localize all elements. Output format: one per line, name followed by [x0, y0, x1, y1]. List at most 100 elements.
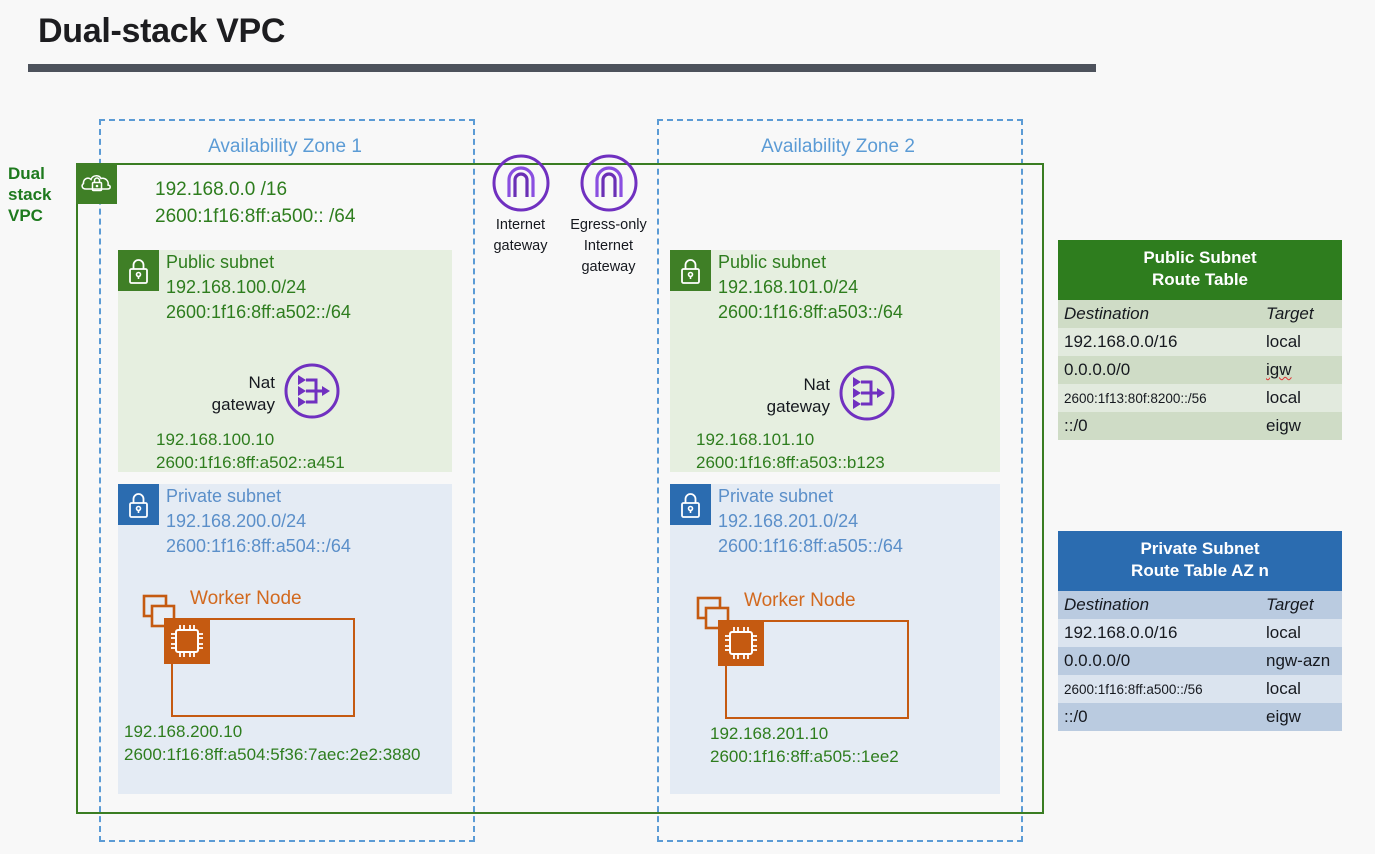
- private-subnet-az2-cidr-ipv4: 192.168.201.0/24: [718, 511, 859, 531]
- route-table-header-target: Target: [1266, 304, 1314, 323]
- private-subnet-az1-title: Private subnet: [166, 486, 282, 506]
- worker-node-az1-addresses: 192.168.200.10 2600:1f16:8ff:a504:5f36:7…: [124, 720, 421, 766]
- route-target-cell: igw: [1260, 356, 1342, 384]
- public-subnet-lock-icon: [118, 250, 159, 291]
- egress-gateway-label-line2: Internet: [583, 238, 634, 254]
- nat-gateway-az2-label: Nat gateway: [738, 374, 830, 418]
- vpc-side-label: Dual stack VPC: [8, 164, 52, 225]
- nat-gateway-icon: [836, 362, 898, 429]
- spellcheck-underline: igw: [1266, 360, 1292, 379]
- private-subnet-az1-heading: Private subnet 192.168.200.0/24 2600:1f1…: [166, 484, 351, 559]
- public-subnet-az1: Public subnet 192.168.100.0/24 2600:1f16…: [118, 250, 452, 472]
- public-subnet-lock-icon: [670, 250, 711, 291]
- public-subnet-az1-title: Public subnet: [166, 252, 275, 272]
- nat-gateway-az1: Nat gateway: [183, 360, 343, 427]
- route-table-row: 0.0.0.0/0 ngw-azn: [1058, 647, 1342, 675]
- route-destination-cell: ::/0: [1064, 416, 1088, 435]
- nat-gateway-az1-label-line1: Nat: [248, 372, 275, 392]
- route-target-cell: local: [1266, 388, 1301, 407]
- egress-only-internet-gateway-icon: [566, 152, 651, 214]
- nat-gateway-az2-ipv6: 2600:1f16:8ff:a503::b123: [696, 453, 885, 472]
- internet-gateway-label-line2: gateway: [493, 238, 548, 254]
- worker-node-az1-ipv4: 192.168.200.10: [124, 722, 243, 741]
- worker-node-az1-container: [171, 618, 355, 717]
- private-subnet-route-table: Private Subnet Route Table AZ n Destinat…: [1058, 531, 1342, 731]
- nat-gateway-az2-addresses: 192.168.101.10 2600:1f16:8ff:a503::b123: [696, 428, 885, 474]
- worker-node-az2-ipv6: 2600:1f16:8ff:a505::1ee2: [710, 747, 899, 766]
- nat-gateway-az2-label-line1: Nat: [803, 374, 830, 394]
- availability-zone-1-boundary: [99, 119, 475, 842]
- availability-zone-2-boundary: [657, 119, 1023, 842]
- route-table-row: ::/0 eigw: [1058, 412, 1342, 440]
- internet-gateway-label-line1: Internet: [495, 217, 546, 233]
- vpc-boundary: [76, 163, 1044, 814]
- route-target-cell: local: [1266, 332, 1301, 351]
- route-table-header-target: Target: [1266, 595, 1314, 614]
- public-route-table-title-line1: Public Subnet: [1143, 248, 1257, 267]
- egress-only-internet-gateway-group: Egress-only Internet gateway: [566, 152, 651, 277]
- private-subnet-lock-icon: [670, 484, 711, 525]
- private-route-table-title-line2: Route Table AZ n: [1131, 561, 1269, 580]
- route-target-cell: ngw-azn: [1266, 651, 1331, 670]
- route-destination-cell: 192.168.0.0/16: [1064, 623, 1178, 642]
- worker-node-az2-container: [725, 620, 909, 719]
- internet-gateway-group: Internet gateway: [478, 152, 563, 256]
- worker-node-az1-title: Worker Node: [190, 588, 302, 609]
- vpc-cloud-lock-icon: [76, 163, 117, 204]
- nat-gateway-az1-label: Nat gateway: [183, 372, 275, 416]
- nat-gateway-az2-ipv4: 192.168.101.10: [696, 430, 815, 449]
- public-subnet-az1-cidr-ipv6: 2600:1f16:8ff:a502::/64: [166, 302, 351, 322]
- route-destination-cell: 0.0.0.0/0: [1064, 360, 1131, 379]
- public-route-table-grid: Destination Target 192.168.0.0/16 local 0.0.…: [1058, 300, 1342, 440]
- vpc-cidr-ipv6: 2600:1f16:8ff:a500:: /64: [155, 206, 356, 227]
- private-subnet-az2-cidr-ipv6: 2600:1f16:8ff:a505::/64: [718, 536, 903, 556]
- route-table-row: 192.168.0.0/16 local: [1058, 619, 1342, 647]
- route-table-header-row: Destination Target: [1058, 300, 1342, 328]
- route-table-header-destination: Destination: [1064, 304, 1150, 323]
- public-subnet-az2: Public subnet 192.168.101.0/24 2600:1f16…: [670, 250, 1000, 472]
- worker-node-az2-addresses: 192.168.201.10 2600:1f16:8ff:a505::1ee2: [710, 722, 899, 768]
- route-table-header-destination: Destination: [1064, 595, 1150, 614]
- public-subnet-route-table: Public Subnet Route Table Destination Tar…: [1058, 240, 1342, 440]
- public-route-table-title: Public Subnet Route Table: [1058, 240, 1342, 300]
- vpc-cidr-block: 192.168.0.0 /16 2600:1f16:8ff:a500:: /64: [155, 176, 355, 230]
- public-subnet-az2-cidr-ipv4: 192.168.101.0/24: [718, 277, 859, 297]
- page-title: Dual-stack VPC: [38, 12, 286, 50]
- availability-zone-1-label: Availability Zone 1: [208, 136, 362, 157]
- public-route-table-title-line2: Route Table: [1151, 270, 1249, 289]
- private-route-table-grid: Destination Target 192.168.0.0/16 local 0.0.…: [1058, 591, 1342, 731]
- worker-node-az1-ipv6: 2600:1f16:8ff:a504:5f36:7aec:2e2:3880: [124, 745, 421, 764]
- private-subnet-az1: Private subnet 192.168.200.0/24 2600:1f1…: [118, 484, 452, 794]
- title-underline-rule: [28, 64, 1096, 72]
- nat-gateway-az2: Nat gateway: [738, 362, 898, 429]
- public-subnet-az1-cidr-ipv4: 192.168.100.0/24: [166, 277, 307, 297]
- public-subnet-az2-cidr-ipv6: 2600:1f16:8ff:a503::/64: [718, 302, 903, 322]
- route-destination-cell: 2600:1f16:8ff:a500::/56: [1064, 681, 1203, 697]
- private-subnet-az2: Private subnet 192.168.201.0/24 2600:1f1…: [670, 484, 1000, 794]
- private-subnet-az1-cidr-ipv4: 192.168.200.0/24: [166, 511, 307, 531]
- availability-zone-2-label: Availability Zone 2: [761, 136, 915, 157]
- route-destination-cell: 192.168.0.0/16: [1064, 332, 1178, 351]
- nat-gateway-az2-label-line2: gateway: [766, 396, 830, 416]
- public-subnet-az2-heading: Public subnet 192.168.101.0/24 2600:1f16…: [718, 250, 903, 325]
- route-table-header-row: Destination Target: [1058, 591, 1342, 619]
- worker-node-az2-title: Worker Node: [744, 590, 856, 611]
- private-subnet-az2-title: Private subnet: [718, 486, 834, 506]
- nat-gateway-icon: [281, 360, 343, 427]
- route-target-cell: local: [1266, 623, 1301, 642]
- internet-gateway-icon: [478, 152, 563, 214]
- cpu-chip-icon: [718, 620, 764, 666]
- worker-node-az2-ipv4: 192.168.201.10: [710, 724, 829, 743]
- private-subnet-az1-cidr-ipv6: 2600:1f16:8ff:a504::/64: [166, 536, 351, 556]
- egress-gateway-label-line1: Egress-only: [570, 217, 647, 233]
- cpu-chip-icon: [164, 618, 210, 664]
- route-destination-cell: 2600:1f13:80f:8200::/56: [1064, 390, 1207, 406]
- route-destination-cell: 0.0.0.0/0: [1064, 651, 1131, 670]
- vpc-cidr-ipv4: 192.168.0.0 /16: [155, 179, 288, 200]
- route-target-cell: eigw: [1266, 416, 1301, 435]
- route-table-row: 192.168.0.0/16 local: [1058, 328, 1342, 356]
- route-destination-cell: ::/0: [1064, 707, 1088, 726]
- nat-gateway-az1-ipv6: 2600:1f16:8ff:a502::a451: [156, 453, 345, 472]
- nat-gateway-az1-label-line2: gateway: [211, 394, 275, 414]
